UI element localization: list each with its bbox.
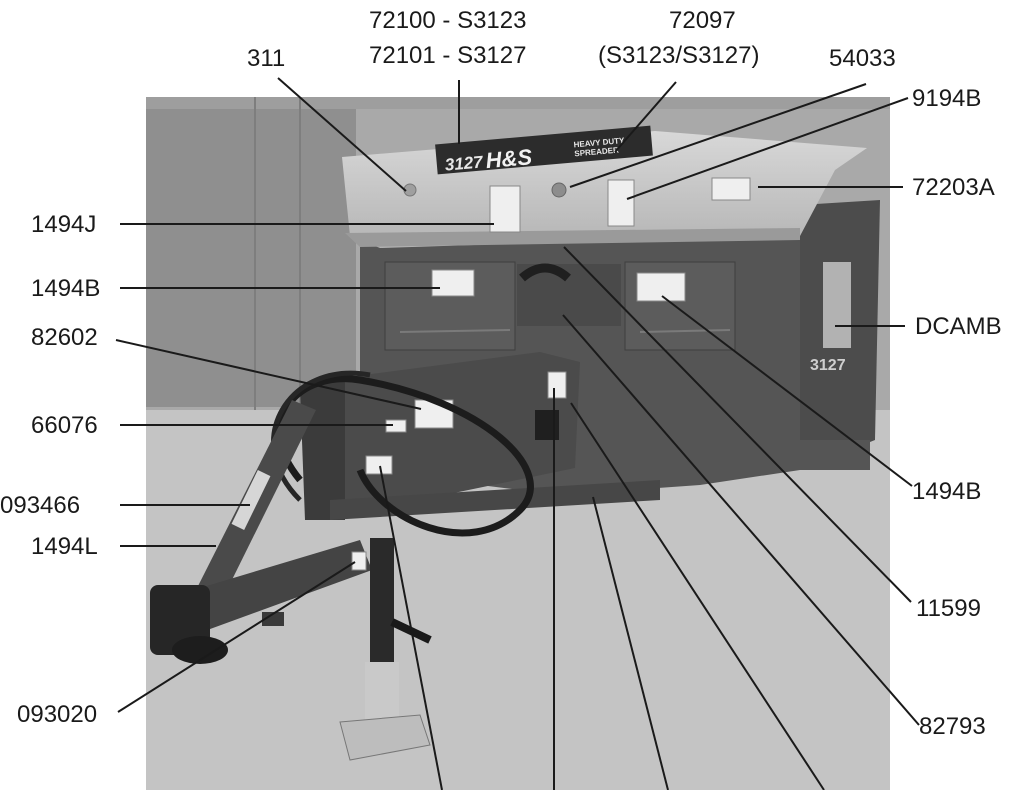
decal-82793 — [365, 455, 393, 475]
hood-text-1: HEAVY DUTY — [573, 136, 625, 149]
decal-11599 — [547, 371, 567, 399]
leader-72097 — [614, 81, 677, 153]
label-82602: 82602 — [31, 324, 98, 351]
label-11599: 11599 — [916, 595, 981, 622]
decal-093466 — [231, 469, 271, 531]
label-1494B-left: 1494B — [31, 275, 101, 302]
hood-model-text: 3127 — [444, 152, 485, 174]
label-093466: 093466 — [0, 492, 81, 519]
decal-1494B-left — [431, 269, 475, 297]
hood-brand-band — [435, 125, 653, 175]
decal-1494J — [489, 185, 521, 233]
wall-top — [146, 97, 890, 109]
label-72100: 72100 - S3123 — [369, 7, 527, 34]
label-1494J: 1494J — [31, 211, 97, 238]
decal-1494B-right — [636, 272, 686, 302]
leader-82602 — [115, 339, 422, 410]
label-72101: 72101 - S3127 — [369, 42, 527, 69]
leader-311 — [277, 77, 407, 192]
side-decal — [823, 262, 851, 348]
side-model-text: 3127 — [810, 357, 846, 374]
label-1494B-right: 1494B — [912, 478, 982, 505]
hitch-tongue — [160, 540, 372, 640]
label-093020: 093020 — [17, 701, 98, 728]
label-DCAMB: DCAMB — [915, 313, 1002, 340]
label-1494L: 1494L — [31, 533, 98, 560]
leader-bottom-4 — [570, 402, 825, 790]
leader-82793 — [562, 314, 920, 726]
label-72203A: 72203A — [912, 174, 995, 201]
decal-093020 — [351, 551, 367, 571]
leader-1494B-right — [661, 295, 913, 487]
decal-72203A — [711, 177, 751, 201]
decal-9194B — [607, 179, 635, 227]
leader-bottom-3 — [592, 496, 669, 790]
jack-foot — [339, 714, 431, 761]
label-82793: 82793 — [919, 713, 986, 740]
label-311: 311 — [247, 45, 286, 72]
hood-brand-text: H&S — [485, 144, 534, 173]
label-72097-models: (S3123/S3127) — [598, 42, 760, 69]
label-54033: 54033 — [829, 45, 896, 72]
label-72097: 72097 — [669, 7, 736, 34]
jack-foot-tube — [365, 662, 399, 722]
hood-text-2: SPREADER — [574, 145, 619, 158]
label-66076: 66076 — [31, 412, 98, 439]
leader-bottom-1 — [379, 465, 443, 790]
label-9194B: 9194B — [912, 85, 982, 112]
leader-093020 — [117, 561, 356, 713]
leader-54033 — [569, 83, 867, 188]
handle — [519, 263, 571, 282]
leader-11599 — [563, 246, 912, 603]
leader-9194B — [626, 97, 909, 200]
